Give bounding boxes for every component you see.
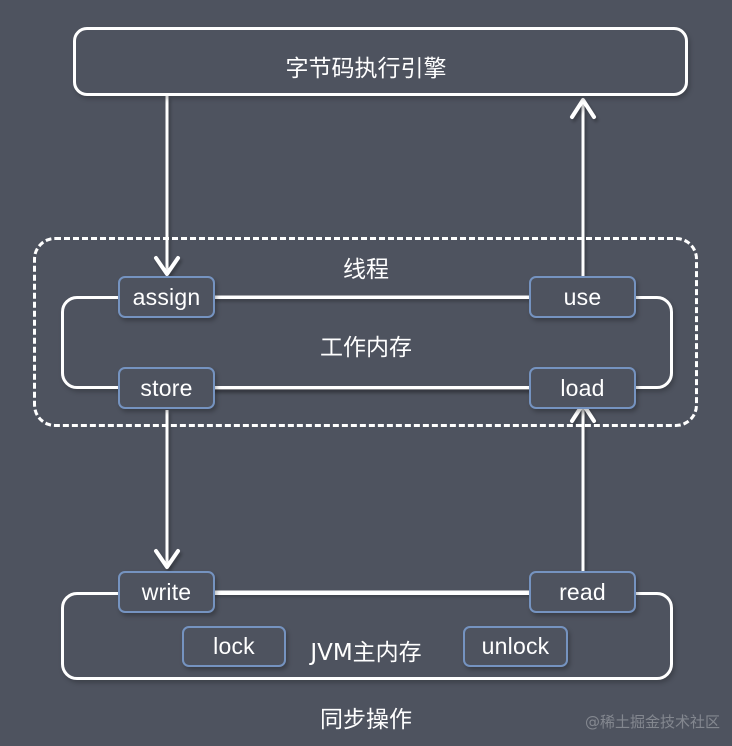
bytecode-engine-label: 字节码执行引擎 [285, 56, 447, 82]
node-lock[interactable]: lock [182, 626, 286, 667]
watermark-label: @稀土掘金技术社区 [584, 713, 720, 731]
node-unlock[interactable]: unlock [463, 626, 568, 667]
node-use[interactable]: use [529, 276, 636, 318]
node-write[interactable]: write [118, 571, 215, 613]
node-load[interactable]: load [529, 367, 636, 409]
arrowhead-up-engine [570, 98, 596, 119]
thread-region-box [33, 237, 698, 427]
node-store[interactable]: store [118, 367, 215, 409]
node-read[interactable]: read [529, 571, 636, 613]
working-memory-label: 工作内存 [320, 335, 412, 361]
node-assign[interactable]: assign [118, 276, 215, 318]
thread-region-label: 线程 [343, 257, 389, 283]
main-memory-label: JVM主内存 [310, 640, 422, 666]
arrowhead-down-write [154, 549, 180, 569]
bytecode-engine-box [73, 27, 688, 96]
main-memory-box [61, 592, 673, 680]
sync-operation-caption: 同步操作 [320, 707, 412, 733]
